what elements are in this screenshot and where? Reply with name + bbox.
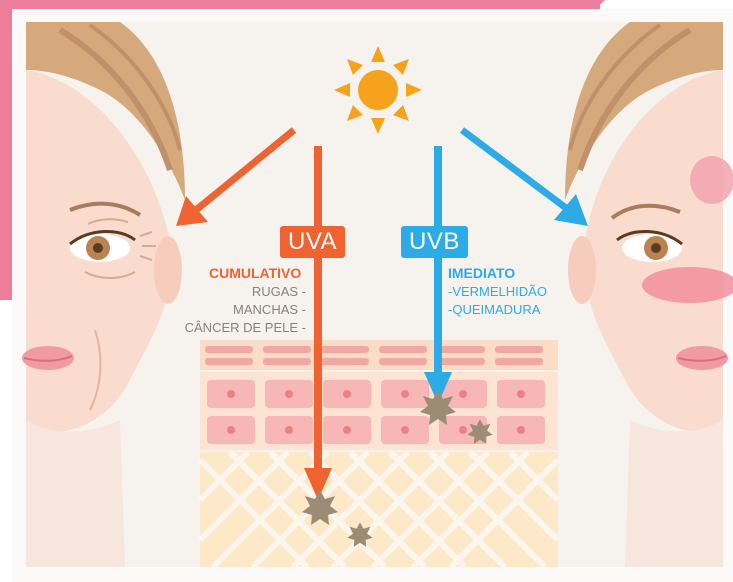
right-eye-pupil (651, 243, 661, 253)
sun-icon (334, 46, 422, 134)
uva-effect: RUGAS - (185, 283, 306, 301)
right-ear (568, 236, 596, 304)
uvb-effect: -QUEIMADURA (448, 301, 547, 319)
pink-top-bar (0, 0, 600, 9)
uvb-effects-list: -VERMELHIDÃO -QUEIMADURA (448, 283, 547, 319)
right-redness-forehead (690, 156, 733, 204)
uva-badge: UVA (280, 226, 345, 258)
left-ear (154, 236, 182, 304)
uvb-badge: UVB (401, 226, 468, 258)
skin-cross-section (200, 340, 558, 567)
uva-effect: MANCHAS - (185, 301, 306, 319)
pink-left-bar (0, 0, 12, 300)
right-neck (625, 420, 723, 567)
uva-heading: CUMULATIVO (209, 265, 301, 281)
left-eye-pupil (93, 243, 103, 253)
epidermis-top (200, 340, 558, 370)
pink-top-corner (580, 0, 605, 9)
uva-effects-list: RUGAS - MANCHAS - CÂNCER DE PELE - (185, 283, 306, 337)
left-neck (26, 420, 125, 567)
uva-effect: CÂNCER DE PELE - (185, 319, 306, 337)
uvb-heading: IMEDIATO (448, 265, 515, 281)
uvb-effect: -VERMELHIDÃO (448, 283, 547, 301)
